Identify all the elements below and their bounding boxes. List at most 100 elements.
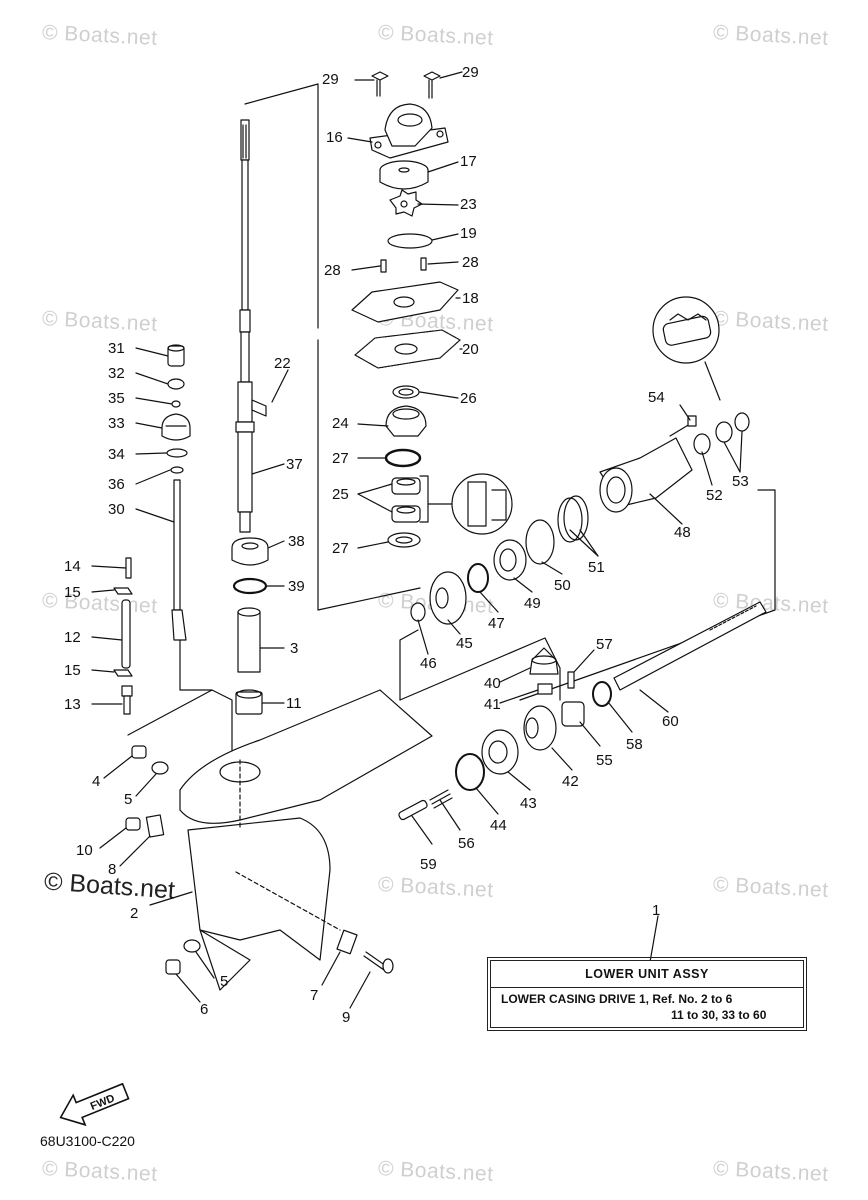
dog-clutch-55 — [561, 701, 585, 727]
forward-gear-45 — [429, 571, 467, 625]
spacer-38 — [231, 537, 269, 566]
group-bracket-line — [399, 629, 419, 701]
callout-39: 39 — [288, 578, 305, 595]
callout-16: 16 — [326, 129, 343, 146]
callout-42: 42 — [562, 773, 579, 790]
shim-39 — [232, 577, 268, 595]
reverse-gear-42 — [523, 705, 557, 751]
callout-28-left: 28 — [324, 262, 341, 279]
washer-36 — [170, 466, 184, 474]
pin-57 — [567, 671, 575, 689]
ring-58 — [592, 681, 612, 707]
shim-47 — [467, 563, 489, 593]
callout-4: 4 — [92, 773, 101, 790]
gasket — [354, 329, 461, 369]
callout-40: 40 — [484, 675, 501, 692]
callout-29-right: 29 — [462, 64, 479, 81]
callout-53: 53 — [732, 473, 749, 490]
callout-25: 26 — [460, 390, 477, 407]
stud-14 — [125, 557, 132, 579]
group-bracket-line — [179, 639, 213, 691]
impeller — [389, 189, 423, 217]
callout-19: 19 — [460, 225, 477, 242]
washer-32 — [167, 378, 185, 390]
callout-47: 47 — [488, 615, 505, 632]
propeller-shaft-housing — [599, 437, 693, 513]
oil-seal-housing — [385, 405, 427, 437]
o-ring-51b — [563, 495, 589, 541]
shim-44 — [455, 753, 485, 791]
outer-plate — [351, 281, 459, 323]
callout-45: 45 — [456, 635, 473, 652]
callout-48: 48 — [674, 524, 691, 541]
callout-10: 10 — [76, 842, 93, 859]
plug-10 — [125, 817, 141, 831]
bearing-43 — [481, 729, 519, 775]
callout-20: 20 — [462, 341, 479, 358]
plug-6 — [165, 959, 181, 975]
callout-49: 49 — [524, 595, 541, 612]
oil-seal — [392, 385, 420, 399]
callout-8: 8 — [108, 861, 117, 878]
callout-33: 33 — [108, 415, 125, 432]
bearing — [391, 477, 421, 495]
callout-55: 55 — [596, 752, 613, 769]
fwd-arrow-icon: FWD — [59, 1082, 130, 1127]
assembly-line-2: 11 to 30, 33 to 60 — [671, 1008, 767, 1022]
bolt-29-left — [371, 71, 389, 97]
callout-1: 1 — [652, 902, 661, 919]
callout-30: 30 — [108, 501, 125, 518]
bushing-52 — [693, 433, 711, 455]
dowel-pin — [380, 259, 387, 273]
rod-12 — [121, 599, 131, 669]
callout-21: 22 — [274, 355, 291, 372]
assembly-line-1: LOWER CASING DRIVE 1, Ref. No. 2 to 6 — [501, 992, 733, 1006]
callout-9: 9 — [342, 1009, 351, 1026]
clip-15 — [113, 669, 133, 677]
callout-12: 12 — [64, 629, 81, 646]
shift-rod — [171, 479, 187, 641]
callout-59: 59 — [420, 856, 437, 873]
callout-57: 57 — [596, 636, 613, 653]
washer-5 — [151, 761, 169, 775]
callout-17: 17 — [460, 153, 477, 170]
callout-51: 51 — [588, 559, 605, 576]
callout-27: 27 — [332, 540, 349, 557]
anode-7 — [336, 929, 358, 955]
group-bracket-line — [519, 489, 776, 701]
washer-5-lower — [183, 939, 201, 953]
assembly-info-box: LOWER UNIT ASSY LOWER CASING DRIVE 1, Re… — [487, 957, 807, 1031]
callout-38: 38 — [288, 533, 305, 550]
o-ring — [384, 448, 422, 468]
callout-56: 56 — [458, 835, 475, 852]
callout-15-upper: 15 — [64, 584, 81, 601]
lower-casing — [179, 689, 433, 991]
callout-35: 35 — [108, 390, 125, 407]
callout-28-right: 28 — [462, 254, 479, 271]
callout-2: 2 — [130, 905, 139, 922]
clip-15 — [113, 587, 133, 595]
screw-9 — [363, 951, 394, 974]
callout-13: 13 — [64, 696, 81, 713]
divider — [491, 987, 803, 988]
callout-36: 36 — [108, 476, 125, 493]
group-bracket-line — [127, 689, 233, 791]
callout-60: 60 — [662, 713, 679, 730]
callout-46: 46 — [420, 655, 437, 672]
water-pump-housing — [369, 103, 449, 159]
needle-bearing-11 — [235, 689, 263, 715]
washer-35 — [171, 400, 181, 408]
bolt-54 — [669, 415, 697, 437]
washer-46 — [410, 602, 426, 622]
washer-53b — [734, 412, 750, 432]
callout-24: 25 — [332, 486, 349, 503]
callout-50: 50 — [554, 577, 571, 594]
callout-5-lower: 5 — [220, 973, 229, 990]
bolt-13 — [121, 685, 133, 715]
sleeve-3 — [237, 607, 261, 673]
drawing-code: 68U3100-C220 — [40, 1133, 135, 1149]
plunger-59 — [398, 799, 428, 821]
anode-8 — [145, 814, 165, 838]
callout-37: 37 — [286, 456, 303, 473]
